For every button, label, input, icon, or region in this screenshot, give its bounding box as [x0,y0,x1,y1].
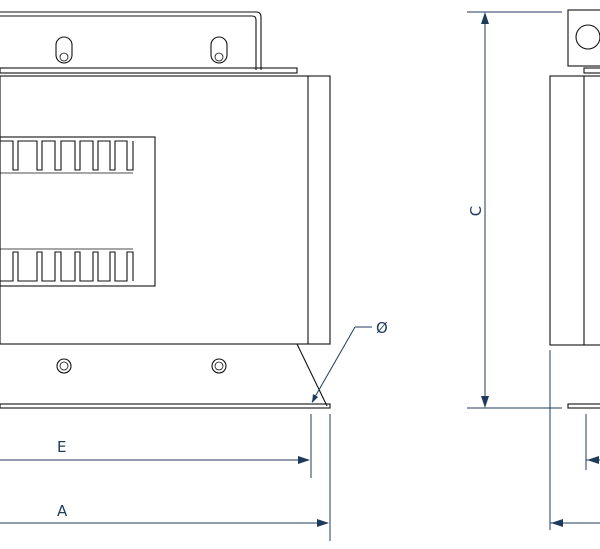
slot-hole-left [55,36,73,64]
side-view [549,9,600,530]
dimension-c-label: C [467,206,485,216]
dimension-e-label: E [57,438,66,456]
dimension-c: C [467,11,562,409]
dimension-e: E [0,414,312,478]
terminal-block [567,9,600,67]
slot-hole-right [210,36,228,64]
side-body [549,75,600,346]
bottom-bracket [0,343,331,409]
dimension-a: A [0,414,331,541]
dimension-a-label: A [57,502,68,520]
top-bracket [0,11,298,74]
core-window [0,136,156,287]
front-view: Ø E A [0,11,388,541]
diameter-callout: Ø [311,319,388,403]
side-foot [567,403,600,409]
terminal-hole [575,24,600,50]
transformer-body [0,75,331,345]
diameter-label: Ø [376,319,388,337]
